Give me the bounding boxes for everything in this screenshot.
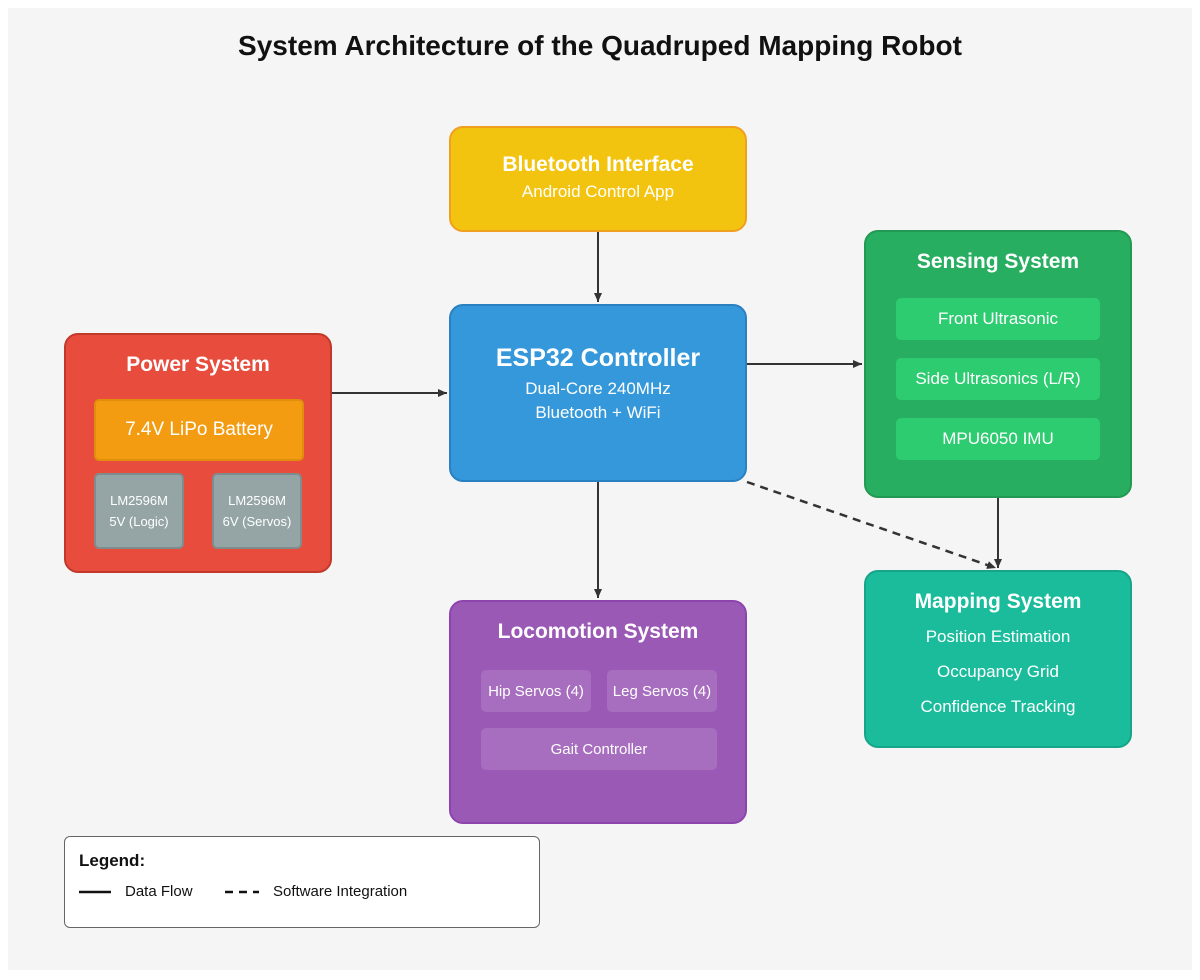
regulator-5v-block: LM2596M 5V (Logic)	[94, 473, 184, 549]
sensing-system-box: Sensing System Front Ultrasonic Side Ult…	[864, 230, 1132, 498]
hip-servos-block: Hip Servos (4)	[481, 670, 591, 712]
esp32-controller-spec-radio: Bluetooth + WiFi	[535, 403, 661, 422]
legend-title: Legend:	[79, 851, 146, 870]
sensor-front-ultrasonic: Front Ultrasonic	[896, 298, 1100, 340]
locomotion-system-box: Locomotion System Hip Servos (4) Leg Ser…	[449, 600, 747, 824]
sensor-imu: MPU6050 IMU	[896, 418, 1100, 460]
legend: Legend: Data Flow Software Integration	[64, 836, 540, 928]
regulator-6v-output: 6V (Servos)	[222, 514, 292, 529]
esp32-controller-title: ESP32 Controller	[495, 344, 701, 372]
legend-solid-line-swatch	[79, 890, 111, 894]
esp32-controller-spec-cpu: Dual-Core 240MHz	[525, 379, 671, 398]
regulator-5v-name: LM2596M	[110, 493, 168, 508]
esp32-controller-box: ESP32 Controller Dual-Core 240MHz Blueto…	[449, 304, 747, 482]
regulator-6v-block: LM2596M 6V (Servos)	[212, 473, 302, 549]
gait-controller-block: Gait Controller	[481, 728, 717, 770]
power-system-title: Power System	[126, 353, 270, 376]
sensor-side-ultrasonics: Side Ultrasonics (L/R)	[896, 358, 1100, 400]
bluetooth-interface-subtitle: Android Control App	[521, 182, 675, 201]
mapping-system-box: Mapping System Position Estimation Occup…	[864, 570, 1132, 748]
diagram-title: System Architecture of the Quadruped Map…	[238, 30, 962, 61]
legend-dashed-line-swatch	[225, 890, 259, 894]
legend-solid-label: Data Flow	[125, 883, 193, 900]
power-system-box: Power System 7.4V LiPo Battery LM2596M 5…	[64, 333, 332, 573]
leg-servos-block: Leg Servos (4)	[607, 670, 717, 712]
bluetooth-interface-box: Bluetooth Interface Android Control App	[449, 126, 747, 232]
mapping-item-position: Position Estimation	[925, 627, 1071, 646]
mapping-item-occupancy: Occupancy Grid	[937, 662, 1059, 681]
regulator-5v-output: 5V (Logic)	[109, 514, 169, 529]
locomotion-system-title: Locomotion System	[497, 620, 699, 643]
legend-dashed-label: Software Integration	[273, 883, 408, 900]
regulator-6v-name: LM2596M	[228, 493, 286, 508]
bluetooth-interface-title: Bluetooth Interface	[502, 153, 694, 176]
sensing-system-title: Sensing System	[916, 250, 1080, 273]
mapping-system-title: Mapping System	[914, 590, 1082, 613]
battery-block: 7.4V LiPo Battery	[94, 399, 304, 461]
mapping-item-confidence: Confidence Tracking	[920, 697, 1076, 716]
